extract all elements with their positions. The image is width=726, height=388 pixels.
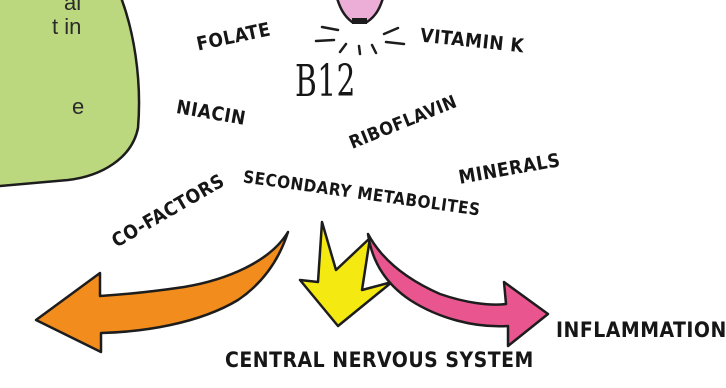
lightbulb-icon [337,0,383,24]
sparkle-lines-icon [316,27,404,54]
target-inflammation: INFLAMMATION [556,318,726,342]
target-central-nervous-system: CENTRAL NERVOUS SYSTEM [225,348,534,372]
arrow-right-pink [368,234,548,346]
arrow-center-yellow [300,222,392,326]
arrow-left-orange [36,232,288,352]
label-b12: B12 [295,56,356,107]
